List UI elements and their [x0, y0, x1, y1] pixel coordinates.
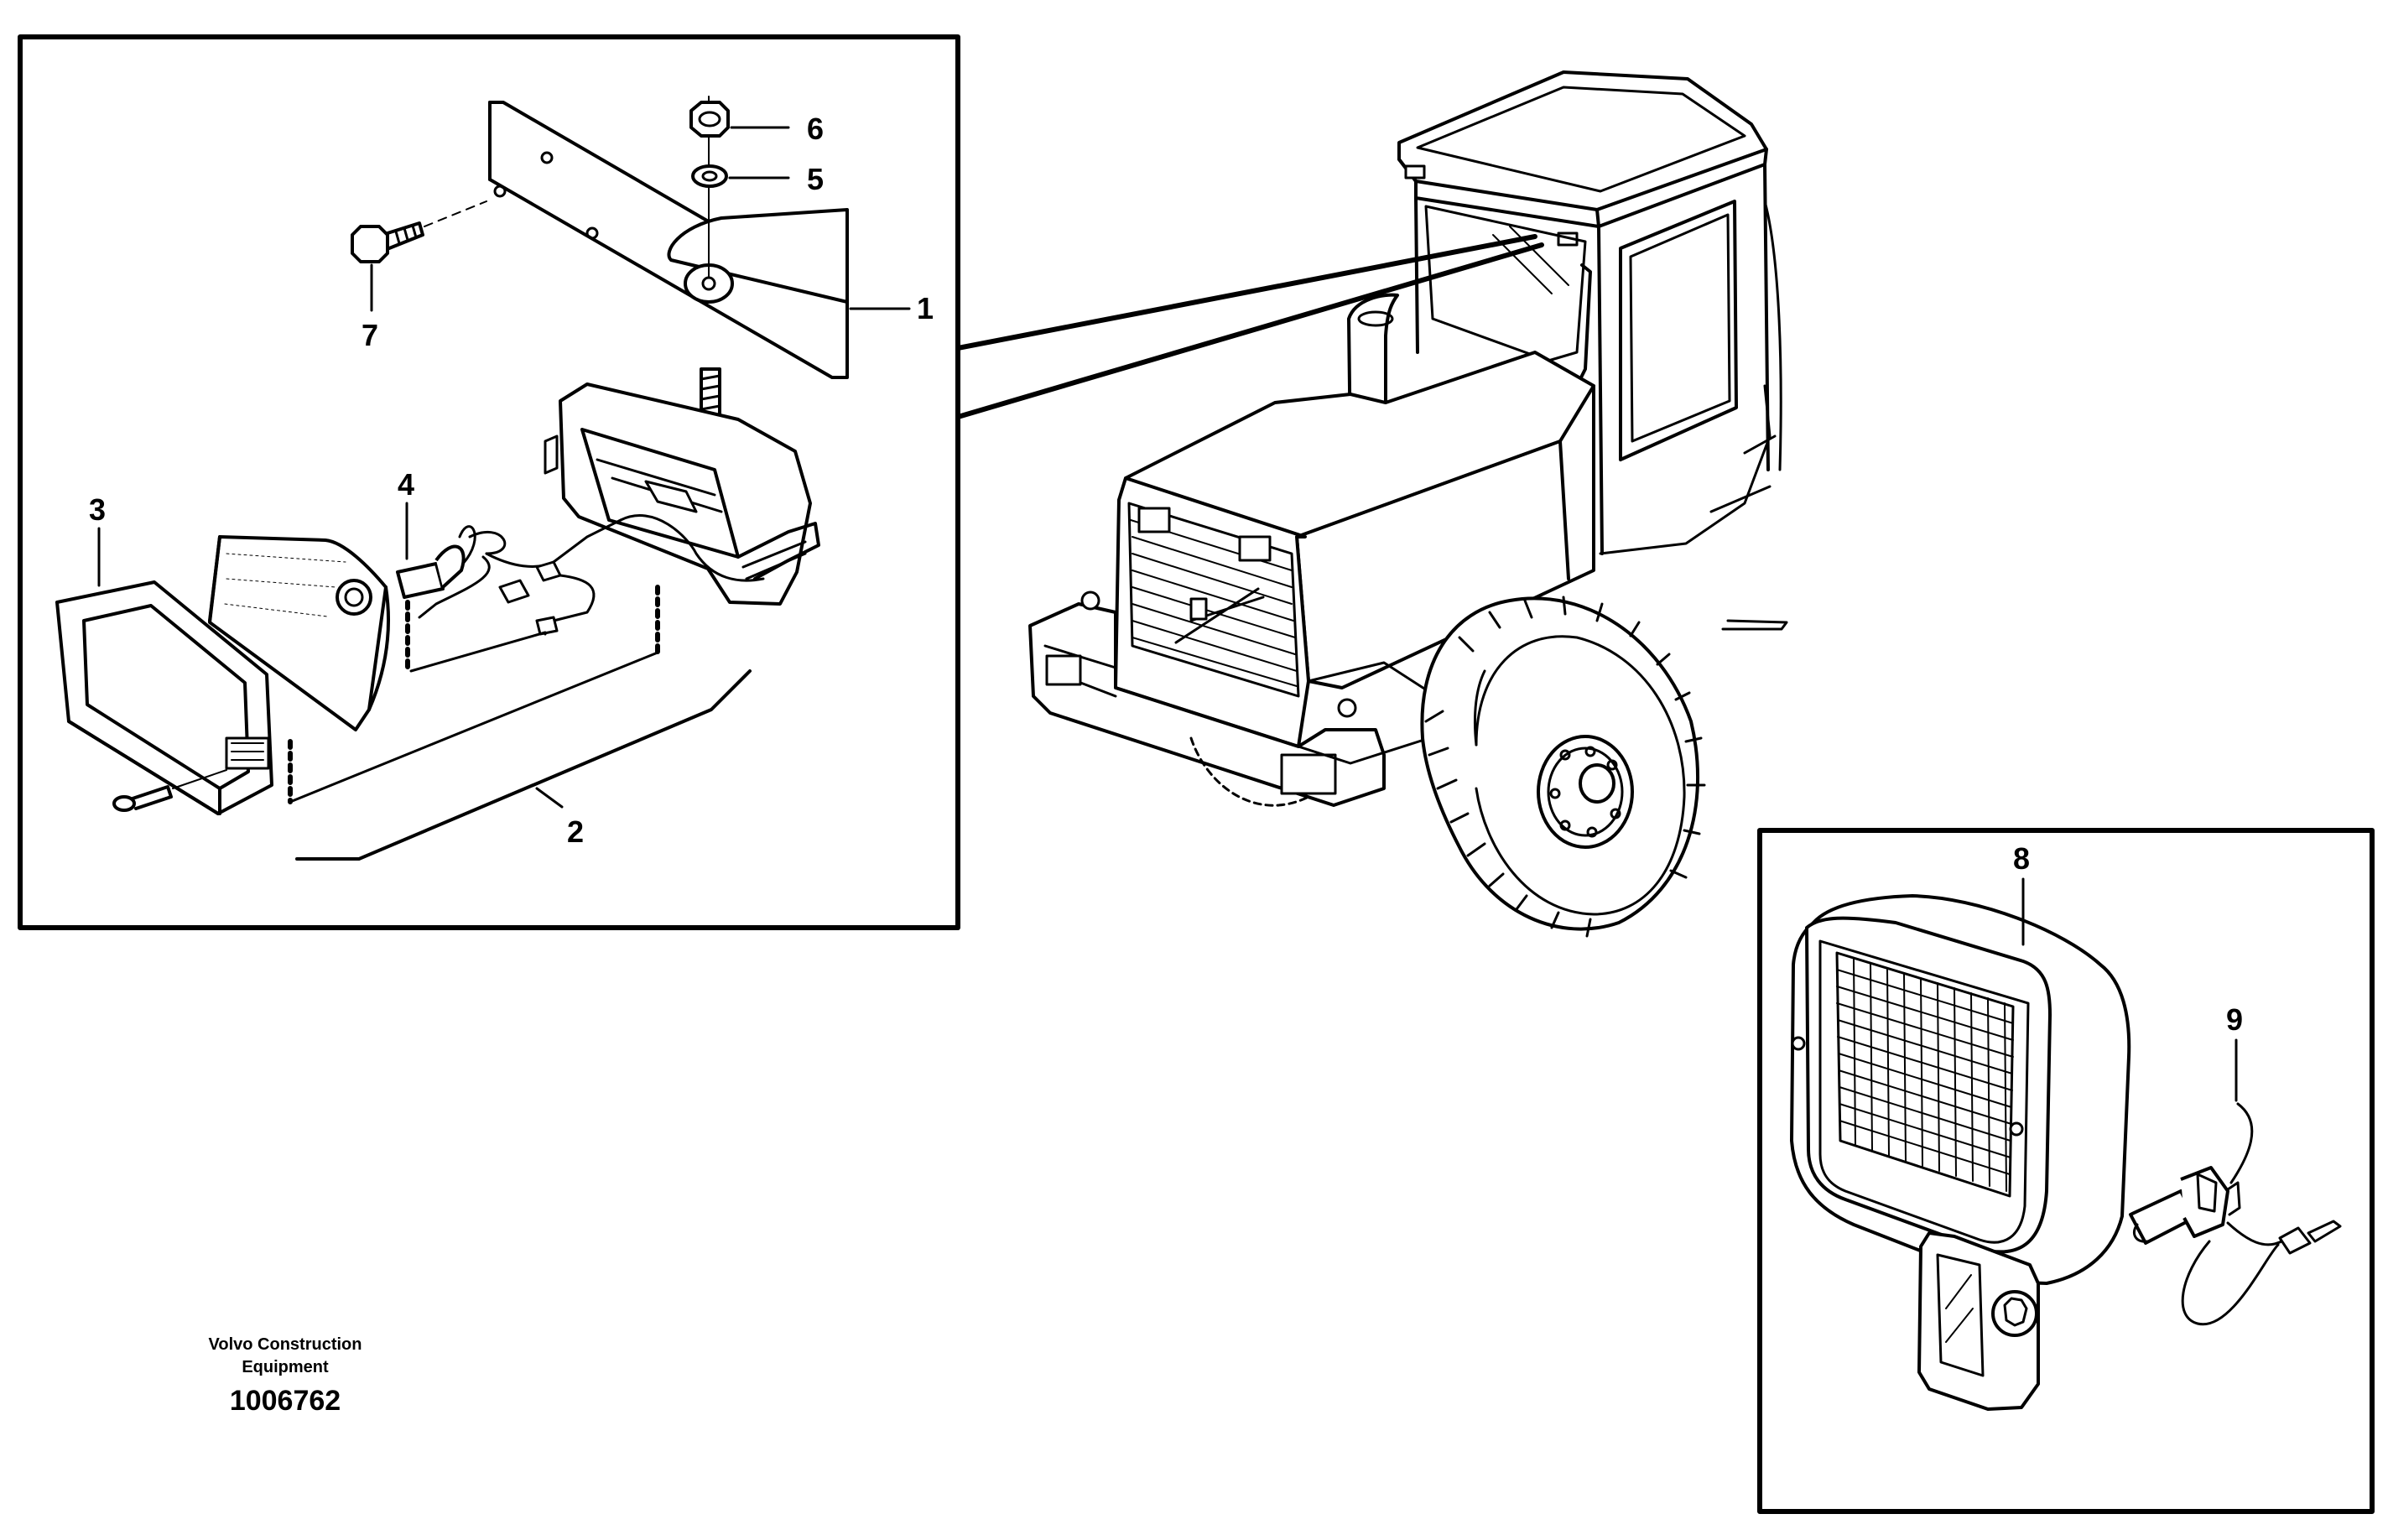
detail-box-work-light: [1757, 828, 2375, 1514]
bulb-with-harness: [396, 514, 765, 636]
lamp-cover: [55, 580, 273, 815]
manufacturer-line-1: Volvo Construction: [208, 1335, 362, 1354]
washer: [691, 164, 728, 188]
detail-box-cab-light: [18, 34, 1544, 930]
callout-6: 6: [807, 112, 824, 146]
cover-screw: [112, 769, 227, 812]
halogen-bulb: [2129, 1102, 2342, 1326]
callout-2: 2: [567, 814, 584, 849]
threaded-stud: [700, 367, 721, 423]
lamp-housing: [544, 382, 820, 606]
callout-8: 8: [2013, 841, 2030, 876]
callout-1: 1: [917, 291, 934, 325]
bolt: [351, 200, 487, 263]
drawing-number: 1006762: [229, 1385, 341, 1417]
callout-7: 7: [362, 318, 378, 352]
mounting-bracket: [488, 101, 849, 379]
leader-2: [535, 787, 564, 809]
wheel-loader: [1028, 70, 1788, 938]
work-light: [1790, 894, 2131, 1411]
callout-5: 5: [807, 162, 824, 196]
lens: [208, 535, 391, 731]
callout-4: 4: [398, 467, 414, 502]
title-block: Volvo Construction Equipment 1006762: [180, 1334, 390, 1419]
callout-3: 3: [89, 492, 106, 527]
wiring-harness: [288, 585, 752, 861]
work-light-grille: [1836, 957, 2014, 1192]
callout-9: 9: [2226, 1002, 2243, 1037]
manufacturer-line-2: Equipment: [242, 1358, 329, 1376]
